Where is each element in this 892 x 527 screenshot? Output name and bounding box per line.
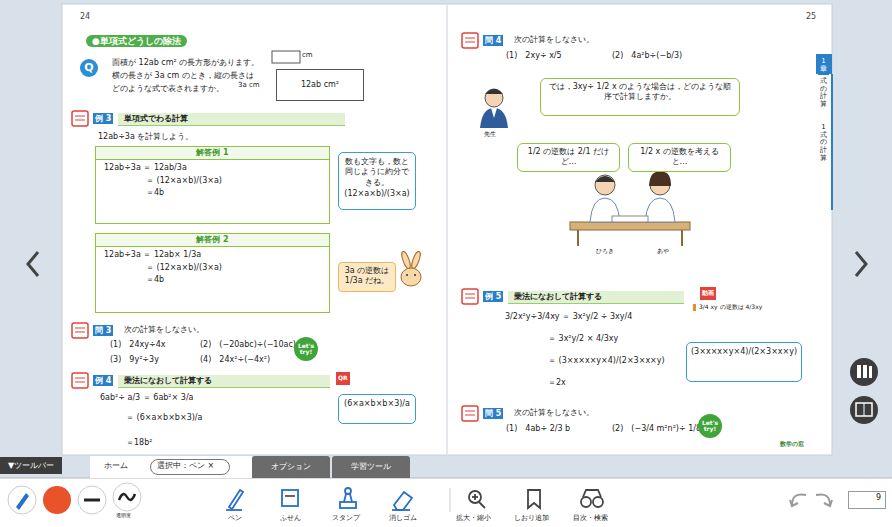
body-text: 3a cm: [238, 81, 260, 89]
node-text: ＝ (12×a×b)/(3×a): [96, 263, 329, 273]
answer-box: 解答例 1 12ab÷3a ＝ 12ab/3a ＝ (12×a×b)/(3×a) ＝4…: [95, 146, 330, 224]
status-pill: 選択中：ペン ×: [150, 459, 230, 475]
body-text: ＝ (6×a×b×b×3)/a: [126, 413, 202, 422]
section-heading: ●単項式どうしの除法: [86, 35, 187, 47]
chapter-tab: 1章: [818, 56, 829, 75]
body-text: (1) 24xy÷4x: [110, 340, 166, 349]
body-text: 次の計算をしなさい。: [514, 408, 594, 417]
toolbar-tab: オプション: [252, 456, 330, 478]
body-text: (2) (−20abc)÷(−10ac): [200, 340, 296, 349]
media-icon: QR: [336, 372, 350, 385]
body-text: ＝ (3×x×x×y×4)/(2×3×x×y): [548, 356, 665, 365]
body-text: 透明度: [116, 513, 131, 519]
body-text: ふせん: [280, 514, 301, 522]
question-mark: Q: [80, 59, 98, 77]
try-badge: Let's try!: [294, 337, 318, 361]
node-text: 1/2 の逆数は 2/1 だけど…: [524, 147, 613, 168]
example-band: 単項式でわる計算: [118, 113, 345, 126]
side-note: 3/4 xy の逆数は 4/3xy: [693, 304, 762, 311]
node-text: (3×x×x×y×4)/(2×3×x×y): [691, 347, 797, 357]
item-number: 例 4: [93, 375, 113, 386]
body-text: ＝ 3x²y/2 × 4/3xy: [548, 334, 618, 343]
node-text: 学習ツール: [351, 462, 391, 472]
chapter-tab-text: 式の計算: [820, 78, 827, 109]
body-text: しおり追加: [514, 514, 549, 522]
try-badge: Let's try!: [698, 414, 722, 438]
item-number: 例 3: [93, 113, 113, 124]
node-text: (6×a×b×b×3)/a: [343, 399, 411, 409]
callout-box: (6×a×b×b×3)/a: [338, 394, 416, 424]
body-text: どのような式で表されますか。: [112, 84, 224, 93]
node-text: 12ab÷3a ＝ 12ab/3a: [96, 163, 329, 173]
body-text: 3/2x²y÷3/4xy ＝ 3x²y/2 ÷ 3xy/4: [505, 312, 632, 321]
callout-box: 数も文字も，数と同じように約分できる。(12×a×b)/(3×a): [338, 152, 416, 210]
body-text: (1) 2xy÷ x/5: [506, 51, 562, 60]
body-text: (3) 9y²÷3y: [110, 355, 159, 364]
node-text: 解答例 1: [96, 147, 329, 160]
body-text: ホーム: [104, 461, 128, 470]
speech-bubble: 3a の逆数は 1/3a だね。: [338, 262, 396, 292]
body-text: ＝2x: [548, 378, 566, 387]
body-text: 面積が 12ab cm² の長方形があります。: [112, 58, 259, 67]
node-text: ＝4b: [96, 275, 329, 285]
node-text: 12ab÷3a ＝ 12ab× 1/3a: [96, 250, 329, 260]
body-text: (4) 24x²÷(−4x²): [200, 355, 270, 364]
body-text: cm: [302, 51, 313, 59]
body-text: 12ab÷3a を計算しよう。: [98, 132, 193, 141]
page-number: 25: [806, 12, 816, 21]
node-text: オプション: [271, 462, 311, 472]
body-text: 次の計算をしなさい。: [124, 325, 204, 334]
body-text: あや: [657, 248, 669, 255]
body-text: 6ab²÷ a/3 ＝ 6ab²× 3/a: [100, 393, 194, 402]
answer-box: 解答例 2 12ab÷3a ＝ 12ab× 1/3a ＝ (12×a×b)/(3×a…: [95, 233, 330, 313]
toolbar-tab: 学習ツール: [332, 456, 410, 478]
page-box: 9: [848, 491, 886, 509]
page-number: 24: [80, 12, 90, 21]
node-text: では，3xy÷ 1/2 x のような場合は，どのような順序で計算しますか。: [547, 82, 733, 103]
body-text: 拡大・縮小: [456, 514, 491, 522]
chapter-tab-text: 1 式の計算: [820, 124, 827, 162]
node-text: 選択中：ペン ×: [157, 461, 223, 471]
item-number: 問 5: [483, 408, 503, 419]
body-text: (2) 4a²b÷(−b/3): [612, 51, 682, 60]
body-text: ひろき: [596, 248, 614, 255]
item-number: 問 3: [93, 325, 113, 336]
node-text: 乗法になおして計算する: [124, 376, 324, 386]
speech-bubble: では，3xy÷ 1/2 x のような場合は，どのような順序で計算しますか。: [540, 78, 740, 116]
item-number: 問 4: [483, 35, 503, 46]
speech-bubble: 1/2 の逆数は 2/1 だけど…: [517, 143, 620, 172]
node-text: 1/2 x の逆数を考えると…: [635, 147, 724, 168]
node-text: 9: [853, 493, 881, 503]
body-text: 横の長さが 3a cm のとき，縦の長さは: [112, 71, 254, 80]
body-text: 次の計算をしなさい。: [514, 35, 594, 44]
node-text: ＝ (12×a×b)/(3×a): [96, 176, 329, 186]
node-text: (12×a×b)/(3×a): [343, 189, 411, 199]
example-band: 乗法になおして計算する: [508, 291, 684, 304]
body-text: 先生: [484, 131, 496, 138]
node-text: 3a の逆数は 1/3a だね。: [343, 266, 391, 287]
area-rectangle: 12ab cm²: [276, 69, 364, 101]
item-number: 例 5: [483, 291, 503, 302]
body-text: (1) 4ab÷ 2/3 b: [506, 424, 570, 433]
callout-box: (3×x×x×y×4)/(2×3×x×y): [686, 342, 802, 382]
node-text: 単項式でわる計算: [124, 114, 339, 124]
body-text: ＝18b²: [126, 438, 152, 447]
body-text: スタンプ: [332, 514, 360, 522]
body-text: 目次・検索: [573, 514, 608, 522]
body-text: 消しゴム: [389, 514, 417, 522]
example-band: 乗法になおして計算する: [118, 375, 330, 388]
body-text: ペン: [228, 514, 242, 522]
logo-text: 数学の窓: [780, 441, 804, 448]
node-text: 解答例 2: [96, 234, 329, 247]
node-text: 12ab cm²: [301, 80, 339, 90]
node-text: 乗法になおして計算する: [514, 292, 678, 302]
toolbar-toggle: ▼ツールバー: [0, 457, 62, 474]
speech-bubble: 1/2 x の逆数を考えると…: [628, 143, 731, 172]
node-text: ＝4b: [96, 188, 329, 198]
media-icon: 動画: [700, 287, 716, 300]
node-text: 数も文字も，数と同じように約分できる。: [343, 157, 411, 188]
